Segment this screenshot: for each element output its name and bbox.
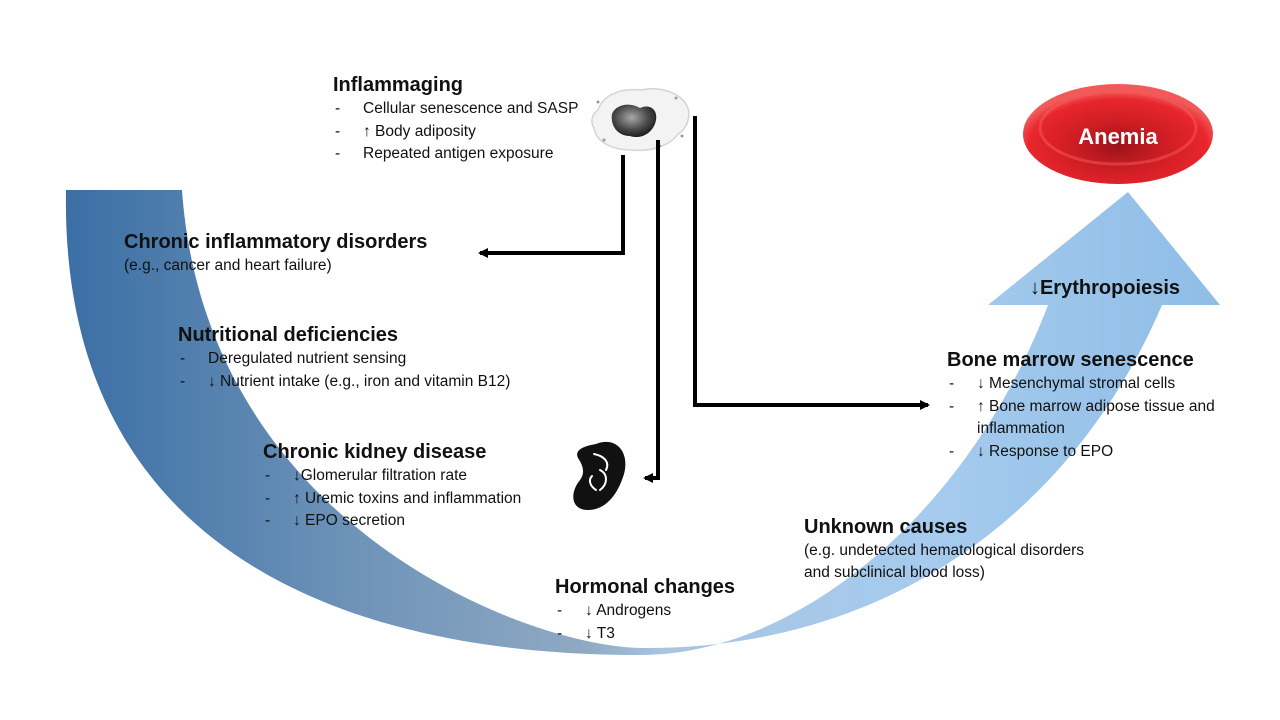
connector-arrows	[478, 116, 930, 483]
list-item: ↓Glomerular filtration rate	[263, 465, 521, 488]
chronic-inflammatory-subtitle: (e.g., cancer and heart failure)	[124, 257, 332, 274]
arrow-to-chronic-inflammatory	[478, 155, 625, 258]
nutritional-list: Deregulated nutrient sensing ↓ Nutrient …	[178, 348, 510, 393]
kidney-list: ↓Glomerular filtration rate ↑ Uremic tox…	[263, 465, 521, 533]
unknown-causes-title: Unknown causes	[804, 516, 968, 538]
list-item: ↑ Body adiposity	[333, 121, 578, 144]
nutritional-title: Nutritional deficiencies	[178, 324, 399, 346]
inflammaging-title: Inflammaging	[333, 74, 464, 96]
nutritional-block: Nutritional deficiencies Deregulated nut…	[178, 322, 510, 393]
chronic-inflammatory-title: Chronic inflammatory disorders	[124, 231, 428, 253]
bone-marrow-title: Bone marrow senescence	[947, 349, 1194, 371]
list-item: ↓ Response to EPO	[947, 441, 1262, 464]
bone-marrow-block: Bone marrow senescence ↓ Mesenchymal str…	[947, 347, 1262, 463]
list-item: ↑ Uremic toxins and inflammation	[263, 488, 521, 511]
senescent-cell-icon	[591, 88, 690, 152]
kidney-title: Chronic kidney disease	[263, 441, 487, 463]
hormonal-title: Hormonal changes	[555, 576, 736, 598]
kidney-icon	[573, 441, 626, 510]
inflammaging-block: Inflammaging Cellular senescence and SAS…	[333, 72, 578, 166]
list-item: Repeated antigen exposure	[333, 143, 578, 166]
arrow-to-bone-marrow	[693, 116, 930, 410]
unknown-causes-line-2: and subclinical blood loss)	[804, 564, 985, 581]
arrow-to-kidney	[643, 140, 660, 483]
list-item: ↓ T3	[555, 623, 735, 646]
anemia-label: Anemia	[1078, 124, 1158, 149]
unknown-causes-block: Unknown causes (e.g. undetected hematolo…	[804, 514, 1084, 584]
list-item: ↓ Androgens	[555, 600, 735, 623]
list-item: Cellular senescence and SASP	[333, 98, 578, 121]
erythropoiesis-label: ↓Erythropoiesis	[1029, 277, 1181, 299]
chronic-inflammatory-block: Chronic inflammatory disorders (e.g., ca…	[124, 229, 427, 277]
list-item: ↓ Nutrient intake (e.g., iron and vitami…	[178, 371, 510, 394]
list-item: Deregulated nutrient sensing	[178, 348, 510, 371]
red-blood-cell-icon	[1023, 84, 1213, 184]
progression-arc	[65, 190, 1221, 655]
inflammaging-list: Cellular senescence and SASP ↑ Body adip…	[333, 98, 578, 166]
hormonal-list: ↓ Androgens ↓ T3	[555, 600, 735, 645]
unknown-causes-line-1: (e.g. undetected hematological disorders	[804, 542, 1085, 559]
list-item: ↓ EPO secretion	[263, 510, 521, 533]
bone-marrow-list: ↓ Mesenchymal stromal cells ↑ Bone marro…	[947, 373, 1262, 463]
list-item: ↓ Mesenchymal stromal cells	[947, 373, 1262, 396]
list-item: ↑ Bone marrow adipose tissue and inflamm…	[947, 396, 1262, 441]
kidney-block: Chronic kidney disease ↓Glomerular filtr…	[263, 439, 521, 533]
hormonal-block: Hormonal changes ↓ Androgens ↓ T3	[555, 574, 735, 645]
